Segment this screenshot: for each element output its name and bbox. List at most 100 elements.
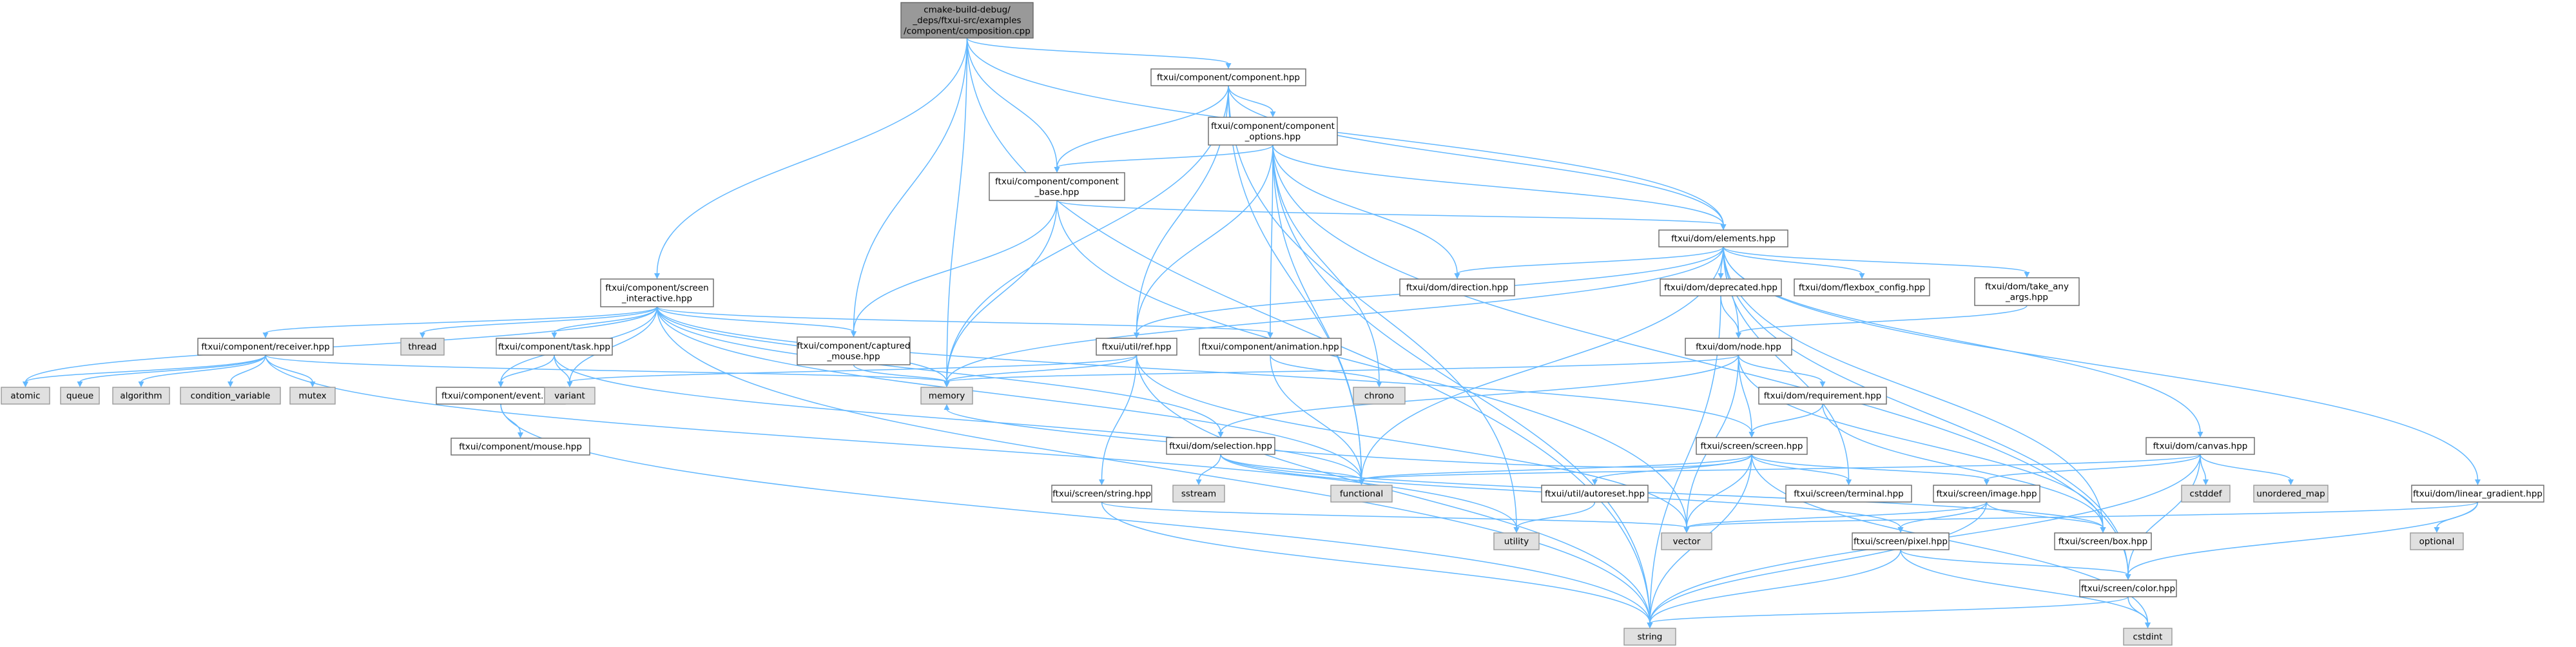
arrowhead-screen-to-memory [944, 404, 950, 410]
edge-pixel-to-string [1649, 549, 1901, 624]
node-autoreset[interactable]: ftxui/util/autoreset.hpp [1541, 485, 1649, 503]
node-linear-gradient[interactable]: ftxui/dom/linear_gradient.hpp [2411, 485, 2544, 503]
edge-animation-to-functional [1270, 354, 1362, 481]
edge-component_options-to-animation [1270, 144, 1273, 334]
node-box [1758, 387, 1887, 405]
edge-elements-to-canvas [1723, 246, 2201, 433]
arrowhead-receiver-to-algorithm [138, 381, 144, 387]
node-screen[interactable]: ftxui/screen/screen.hpp [1696, 437, 1808, 455]
node-terminal[interactable]: ftxui/screen/terminal.hpp [1785, 485, 1912, 503]
edge-captured_mouse-to-memory [853, 364, 947, 383]
node-box [600, 278, 714, 307]
node-utility: utility [1493, 532, 1540, 550]
node-canvas[interactable]: ftxui/dom/canvas.hpp [2145, 437, 2255, 455]
node-cstddef: cstddef [2181, 485, 2231, 503]
edge-receiver-to-utility [265, 354, 1517, 528]
node-box [544, 387, 596, 405]
node-label-line: ftxui/dom/linear_gradient.hpp [2413, 489, 2542, 499]
node-label-line: thread [408, 342, 436, 352]
edge-component_base-to-captured_mouse [853, 200, 1058, 333]
edge-receiver-to-atomic [24, 354, 266, 383]
node-component-options[interactable]: ftxui/component/component_options.hpp [1208, 117, 1338, 146]
node-ref[interactable]: ftxui/util/ref.hpp [1096, 338, 1177, 356]
node-box [1399, 278, 1515, 296]
edge-screen_interactive-to-functional [656, 306, 1362, 481]
node-label-line: _base.hpp [1034, 187, 1080, 197]
node-box [496, 338, 613, 356]
node-label-line: cmake-build-debug/ [924, 5, 1011, 15]
edge-receiver-to-memory [265, 354, 947, 383]
node-color[interactable]: ftxui/screen/color.hpp [2079, 579, 2177, 597]
arrowhead-canvas-to-functional [1359, 479, 1364, 485]
edge-selection-to-box [1220, 454, 2104, 528]
edge-component-to-component_base [1056, 85, 1229, 168]
edge-component-to-memory [946, 85, 1229, 383]
edge-root-to-memory [946, 37, 968, 383]
node-mouse[interactable]: ftxui/component/mouse.hpp [450, 438, 590, 456]
node-take-any-args[interactable]: ftxui/dom/take_any_args.hpp [1974, 277, 2080, 306]
edge-root-to-component_base [966, 37, 1058, 168]
edge-screen-to-image [1751, 454, 1988, 481]
edge-component-to-component_options [1228, 85, 1273, 113]
arrowhead-canvas-to-unordered_map [2288, 479, 2294, 485]
arrowhead-receiver-to-queue [77, 381, 83, 387]
arrowhead-receiver-to-atomic [23, 381, 28, 387]
node-task[interactable]: ftxui/component/task.hpp [496, 338, 613, 356]
edge-take_any_args-to-node [1738, 305, 2028, 334]
node-elements[interactable]: ftxui/dom/elements.hpp [1658, 229, 1788, 247]
node-image[interactable]: ftxui/screen/image.hpp [1933, 485, 2040, 503]
edge-component_base-to-memory [946, 200, 1058, 383]
node-label-line: ftxui/component/receiver.hpp [201, 342, 329, 352]
node-requirement[interactable]: ftxui/dom/requirement.hpp [1758, 387, 1887, 405]
node-selection[interactable]: ftxui/dom/selection.hpp [1166, 437, 1275, 455]
edge-event-to-mouse [500, 403, 521, 434]
node-label-line: /component/composition.cpp [904, 26, 1031, 37]
node-component[interactable]: ftxui/component/component.hpp [1150, 68, 1306, 86]
node-screen-interactive[interactable]: ftxui/component/screen_interactive.hpp [600, 278, 714, 307]
edge-ref-to-vector [1136, 354, 1687, 528]
edge-elements-to-color [1723, 246, 2129, 575]
node-direction[interactable]: ftxui/dom/direction.hpp [1399, 278, 1515, 296]
edge-node-to-screen [1738, 354, 1752, 433]
edge-component_options-to-chrono [1272, 144, 1380, 383]
edge-canvas-to-unordered_map [2200, 454, 2292, 481]
node-pixel[interactable]: ftxui/screen/pixel.hpp [1852, 532, 1950, 550]
arrowhead-autoreset-to-utility [1513, 527, 1520, 533]
node-box [1661, 532, 1712, 550]
node-chrono: chrono [1353, 387, 1406, 405]
node-label-line: sstream [1181, 489, 1216, 499]
node-root[interactable]: cmake-build-debug/_deps/ftxui-src/exampl… [900, 2, 1034, 39]
node-string: string [1623, 628, 1676, 646]
node-node[interactable]: ftxui/dom/node.hpp [1685, 338, 1792, 356]
node-screen-string[interactable]: ftxui/screen/string.hpp [1051, 485, 1152, 503]
node-label-line: ftxui/component/captured [797, 341, 911, 351]
node-label-line: utility [1504, 537, 1529, 547]
arrowhead-pixel-to-color [2125, 574, 2131, 580]
node-event[interactable]: ftxui/component/event.hpp [436, 387, 566, 405]
arrowhead-elements-to-take_any_args [2024, 272, 2030, 278]
arrowhead-image-to-pixel [1897, 527, 1904, 533]
edge-screen_interactive-to-receiver [265, 306, 658, 334]
node-animation[interactable]: ftxui/component/animation.hpp [1199, 338, 1342, 356]
edge-linear_gradient-to-color [2127, 501, 2479, 575]
node-mutex: mutex [289, 387, 336, 405]
arrowhead-node-to-memory [944, 381, 950, 387]
arrowhead-elements-to-canvas [2197, 432, 2203, 438]
node-label-line: ftxui/dom/node.hpp [1696, 342, 1781, 352]
node-box[interactable]: ftxui/screen/box.hpp [2054, 532, 2152, 550]
node-receiver[interactable]: ftxui/component/receiver.hpp [197, 338, 334, 356]
edge-image-to-box [1986, 501, 2104, 528]
node-label-line: ftxui/component/component [1211, 121, 1335, 131]
node-deprecated[interactable]: ftxui/dom/deprecated.hpp [1660, 278, 1782, 296]
edge-node-to-requirement [1738, 354, 1823, 383]
node-label-line: ftxui/dom/flexbox_config.hpp [1799, 283, 1925, 293]
node-component-base[interactable]: ftxui/component/component_base.hpp [989, 172, 1125, 201]
node-condition-variable: condition_variable [180, 387, 281, 405]
arrowhead-screen_interactive-to-thread [420, 333, 425, 338]
node-captured-mouse[interactable]: ftxui/component/captured_mouse.hpp [797, 336, 911, 365]
node-label-line: functional [1340, 489, 1383, 499]
node-flexbox-config[interactable]: ftxui/dom/flexbox_config.hpp [1794, 278, 1930, 296]
node-label-line: ftxui/screen/pixel.hpp [1854, 537, 1948, 547]
node-label-line: _mouse.hpp [826, 351, 880, 362]
edge-screen-to-memory [946, 409, 1752, 468]
